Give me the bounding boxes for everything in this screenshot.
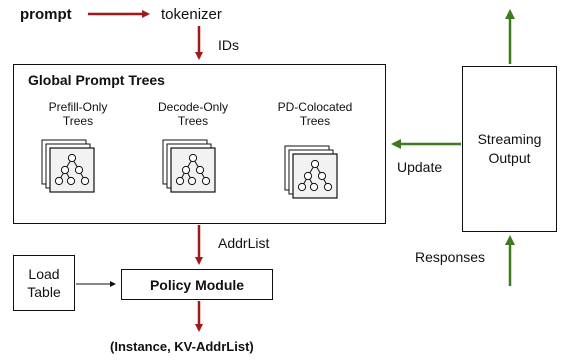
update-label: Update bbox=[397, 159, 443, 175]
policy-module-box: Policy Module bbox=[121, 269, 273, 300]
decode-tree-stack-icon bbox=[163, 140, 215, 192]
pd-line2: Trees bbox=[299, 113, 331, 128]
responses-label: Responses bbox=[415, 249, 486, 265]
prompt-label: prompt bbox=[20, 6, 72, 23]
prefill-line1: Prefill-Only bbox=[48, 100, 108, 114]
decode-only-trees-label: Decode-Only Trees bbox=[153, 100, 233, 129]
addrlist-label: AddrList bbox=[218, 235, 270, 251]
decode-line1: Decode-Only bbox=[157, 100, 229, 114]
streaming-output-box: Streaming Output bbox=[462, 66, 557, 232]
streaming-line1: Streaming bbox=[477, 131, 542, 148]
pd-tree-stack-icon bbox=[285, 146, 337, 198]
prefill-tree-stack-icon bbox=[42, 140, 94, 192]
output-label: (Instance, KV-AddrList) bbox=[110, 339, 254, 354]
global-prompt-trees-title: Global Prompt Trees bbox=[28, 72, 165, 88]
streaming-line2: Output bbox=[488, 150, 531, 166]
pd-line1: PD-Colocated bbox=[277, 100, 353, 114]
load-line1: Load bbox=[28, 265, 60, 282]
decode-line2: Trees bbox=[177, 113, 209, 128]
prefill-line2: Trees bbox=[62, 113, 94, 128]
load-line2: Table bbox=[27, 284, 61, 300]
pd-colocated-trees-label: PD-Colocated Trees bbox=[270, 100, 360, 129]
load-table-box: Load Table bbox=[13, 255, 75, 311]
prefill-only-trees-label: Prefill-Only Trees bbox=[38, 100, 118, 129]
policy-module-label: Policy Module bbox=[149, 276, 245, 293]
ids-label: IDs bbox=[218, 37, 239, 53]
tokenizer-label: tokenizer bbox=[161, 6, 222, 23]
